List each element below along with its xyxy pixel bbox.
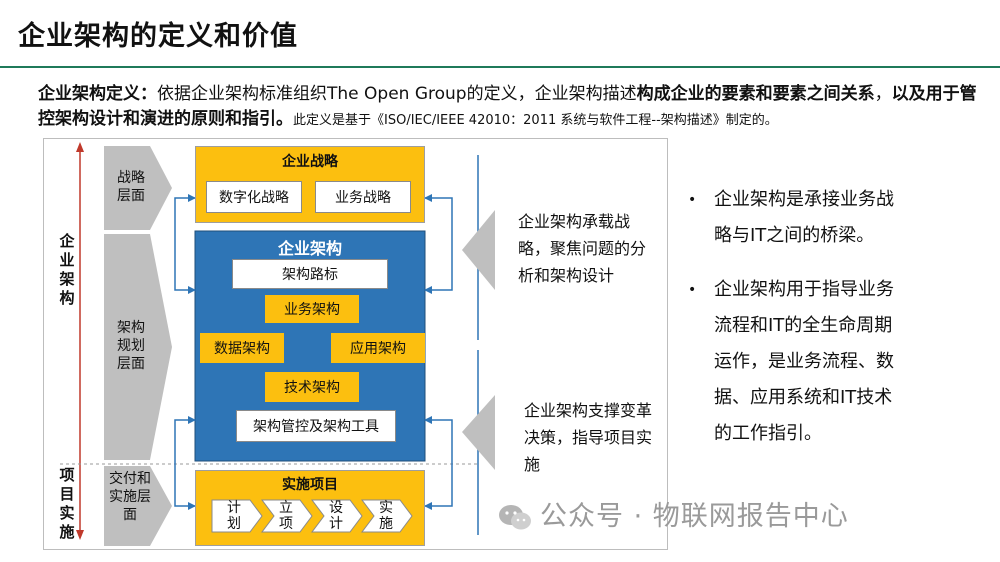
step-design: 设计 [329,500,343,532]
diagram-frame [43,138,668,550]
chevron-planning [104,234,172,460]
bullet-item: • 企业架构是承接业务战略与IT之间的桥梁。 [688,182,908,254]
project-box-title: 实施项目 [282,477,338,493]
strategy-box-title: 企业战略 [282,154,338,170]
ea-application-architecture: 应用架构 [331,333,425,363]
definition-paragraph: 企业架构定义：依据企业架构标准组织The Open Group的定义，企业架构描… [38,82,988,133]
definition-text-1: 依据企业架构标准组织The Open Group的定义，企业架构描述 [157,84,637,104]
project-steps-graphics [211,499,413,533]
watermark-text: 公众号 · 物联网报告中心 [540,501,849,532]
axis-arrow-up [76,142,84,152]
chevron-upper-note [462,210,495,290]
bullet-text: 企业架构是承接业务战略与IT之间的桥梁。 [714,189,894,246]
bullet-text: 企业架构用于指导业务流程和IT的全生命周期运作，是业务流程、数据、应用系统和IT… [714,279,894,444]
chevron-strategy [104,146,172,230]
ea-data-architecture: 数据架构 [200,333,284,363]
step-implement: 实施 [379,500,393,532]
note-upper: 企业架构承载战略，聚焦问题的分析和架构设计 [518,212,647,285]
ea-roadmap: 架构路标 [232,259,388,289]
title-divider [0,66,1000,68]
definition-label: 企业架构定义： [38,84,157,104]
level-strategy: 战略层面 [117,170,145,204]
ea-business-architecture: 业务架构 [265,295,359,323]
level-delivery: 交付和实施层面 [109,471,151,523]
definition-text-2: ， [874,84,892,104]
chevron-lower-note [462,395,495,470]
bullet-item: • 企业架构用于指导业务流程和IT的全生命周期运作，是业务流程、数据、应用系统和… [688,272,908,452]
step-approve: 立项 [279,500,293,532]
chevron-delivery [104,466,172,546]
watermark: 公众号 · 物联网报告中心 [498,494,849,533]
level-planning: 架构规划层面 [117,320,145,372]
axis-label-project: 项目实施 [59,466,75,541]
bullet-dot-icon: • [688,282,697,298]
bullet-list: • 企业架构是承接业务战略与IT之间的桥梁。 • 企业架构用于指导业务流程和IT… [688,182,908,452]
definition-bold-1: 构成企业的要素和要素之间关系 [636,84,875,104]
definition-note: 此定义是基于《ISO/IEC/IEEE 42010：2011 系统与软件工程--… [293,113,778,128]
strategy-item-digital: 数字化战略 [206,181,302,213]
strategy-item-business: 业务战略 [315,181,411,213]
page-title: 企业架构的定义和价值 [18,21,298,52]
wechat-icon [498,504,532,532]
ea-governance-tools: 架构管控及架构工具 [236,410,396,442]
definition-bold-2: 以及用于管控架构设计和演进的原则和指引。 [38,84,977,129]
axis-arrow-down [76,530,84,540]
ea-box-title: 企业架构 [277,239,342,258]
ea-technology-architecture: 技术架构 [265,372,359,402]
step-plan: 计划 [227,500,241,532]
bullet-dot-icon: • [688,192,697,208]
axis-label-ea: 企业架构 [59,232,75,307]
note-lower: 企业架构支撑变革决策，指导项目实施 [524,401,653,474]
